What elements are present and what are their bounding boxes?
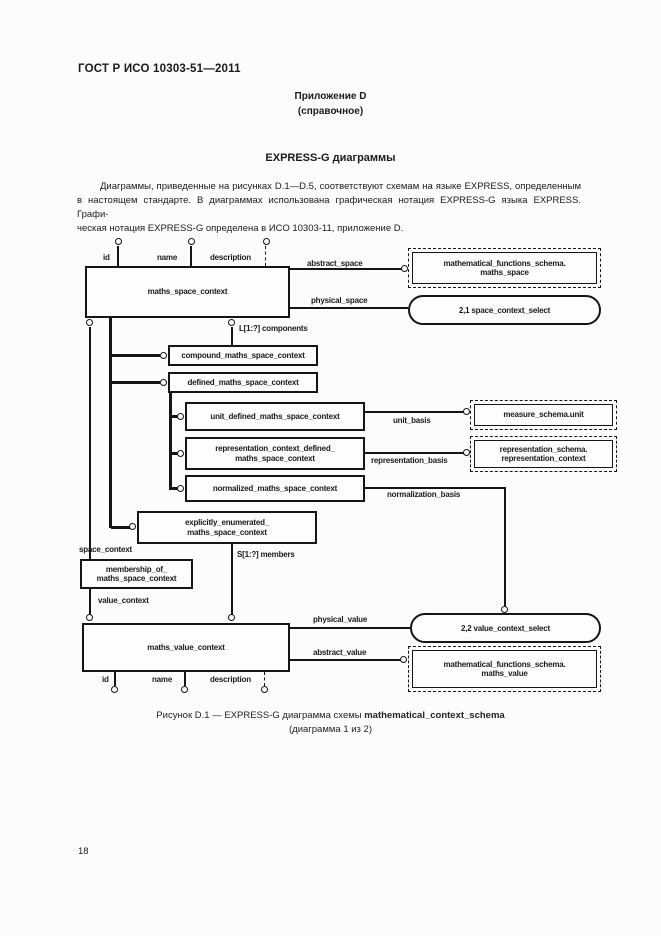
connector-line [290, 307, 408, 309]
relation-end-circle [463, 449, 470, 456]
connector-line [290, 627, 410, 629]
label-components: L[1:?] components [239, 324, 308, 333]
label-name: name [157, 253, 178, 262]
relation-end-circle [228, 614, 235, 621]
subtype-circle [160, 379, 167, 386]
label-abstract-space: abstract_space [307, 259, 363, 268]
attribute-circle [188, 238, 195, 245]
section-title: EXPRESS-G диаграммы [265, 152, 396, 164]
connector-line-dashed [264, 672, 265, 686]
entity-box-defined-maths-space-context: defined_maths_space_context [168, 372, 318, 393]
connector-line [184, 672, 186, 686]
ref-box-inner: mathematical_functions_schema. maths_spa… [412, 252, 597, 284]
relation-end-circle [86, 614, 93, 621]
ref-box-measure-schema-unit: measure_schema.unit [470, 400, 617, 430]
ref-box-inner: measure_schema.unit [474, 404, 613, 426]
connector-line [231, 544, 233, 615]
supertype-line [111, 381, 160, 384]
label-normalization-basis: normalization_basis [387, 490, 461, 499]
attribute-circle [263, 238, 270, 245]
connector-line [117, 246, 119, 266]
connector-line [365, 411, 464, 413]
label-id: id [102, 675, 109, 684]
label-physical-value: physical_value [313, 615, 368, 624]
ref-box-inner: representation_schema. representation_co… [474, 440, 613, 468]
subtype-circle [129, 523, 136, 530]
paragraph-line: в настоящем стандарте. В диаграммах испо… [77, 195, 581, 220]
connector-line [365, 452, 464, 454]
label-representation-basis: representation_basis [371, 456, 448, 465]
connector-line-dashed [265, 246, 266, 266]
supertype-line [169, 393, 172, 488]
subtype-circle [160, 352, 167, 359]
attribute-circle [111, 686, 118, 693]
entity-box-membership-of-maths-space-context: membership_of_ maths_space_context [80, 559, 193, 589]
relation-end-circle [463, 408, 470, 415]
supertype-line [169, 487, 178, 490]
relation-end-circle [401, 265, 408, 272]
entity-box-unit-defined-maths-space-context: unit_defined_maths_space_context [185, 402, 365, 431]
label-members: S[1:?] members [237, 550, 295, 559]
label-space-context: space_context [79, 545, 132, 554]
supertype-line [169, 415, 178, 418]
connector-line [114, 672, 116, 686]
relation-end-circle [501, 606, 508, 613]
supertype-line [169, 452, 178, 455]
caption-schema-name: mathematical_context_schema [364, 710, 505, 721]
attribute-circle [181, 686, 188, 693]
attribute-circle [115, 238, 122, 245]
relation-end-circle [228, 319, 235, 326]
supertype-line [109, 318, 112, 528]
connector-line [190, 246, 192, 266]
figure-caption-line2: (диаграмма 1 из 2) [289, 724, 372, 735]
caption-text: Рисунок D.1 — EXPRESS-G диаграмма схемы [156, 710, 365, 721]
subtype-circle [177, 450, 184, 457]
paragraph-line: Диаграммы, приведенные на рисунках D.1—D… [100, 181, 581, 192]
ref-box-representation-schema: representation_schema. representation_co… [470, 436, 617, 472]
connector-line [290, 659, 402, 661]
label-description: description [210, 253, 251, 262]
entity-box-compound-maths-space-context: compound_maths_space_context [168, 345, 318, 366]
entity-box-explicitly-enumerated: explicitly_enumerated_ maths_space_conte… [137, 511, 317, 544]
ref-box-mathematical-functions-schema-maths-value: mathematical_functions_schema. maths_val… [408, 646, 601, 692]
label-value-context: value_context [98, 596, 149, 605]
standard-code: ГОСТ Р ИСО 10303-51—2011 [78, 63, 241, 75]
relation-end-circle [400, 656, 407, 663]
page-number: 18 [78, 846, 89, 857]
ref-box-inner: mathematical_functions_schema. maths_val… [412, 650, 597, 688]
connector-line [290, 268, 402, 270]
connector-line [89, 589, 91, 615]
entity-box-maths-space-context: maths_space_context [85, 266, 290, 318]
connector-line [365, 487, 506, 489]
label-abstract-value: abstract_value [313, 648, 367, 657]
oval-value-context-select: 2,2 value_context_select [410, 613, 601, 643]
subtype-circle [177, 485, 184, 492]
annex-subtitle: (справочное) [297, 106, 364, 117]
entity-box-maths-value-context: maths_value_context [82, 623, 290, 672]
annex-title: Приложение D [294, 91, 367, 102]
label-name: name [152, 675, 173, 684]
connector-line [504, 488, 506, 608]
subtype-circle [177, 413, 184, 420]
intro-paragraph: Диаграммы, приведенные на рисунках D.1—D… [77, 180, 581, 236]
label-description: description [210, 675, 251, 684]
connector-line [89, 327, 91, 559]
label-unit-basis: unit_basis [393, 416, 431, 425]
entity-box-representation-context-defined: representation_context_defined_ maths_sp… [185, 437, 365, 470]
attribute-circle [261, 686, 268, 693]
connector-line [231, 327, 233, 345]
supertype-line [111, 526, 131, 529]
figure-caption: Рисунок D.1 — EXPRESS-G диаграмма схемы … [0, 710, 661, 721]
label-id: id [103, 253, 110, 262]
ref-box-mathematical-functions-schema-maths-space: mathematical_functions_schema. maths_spa… [408, 248, 601, 288]
supertype-line [111, 354, 160, 357]
relation-end-circle [86, 319, 93, 326]
entity-box-normalized-maths-space-context: normalized_maths_space_context [185, 475, 365, 502]
oval-space-context-select: 2,1 space_context_select [408, 295, 601, 325]
label-physical-space: physical_space [311, 296, 368, 305]
paragraph-line: ческая нотация EXPRESS-G определена в ИС… [77, 223, 404, 234]
